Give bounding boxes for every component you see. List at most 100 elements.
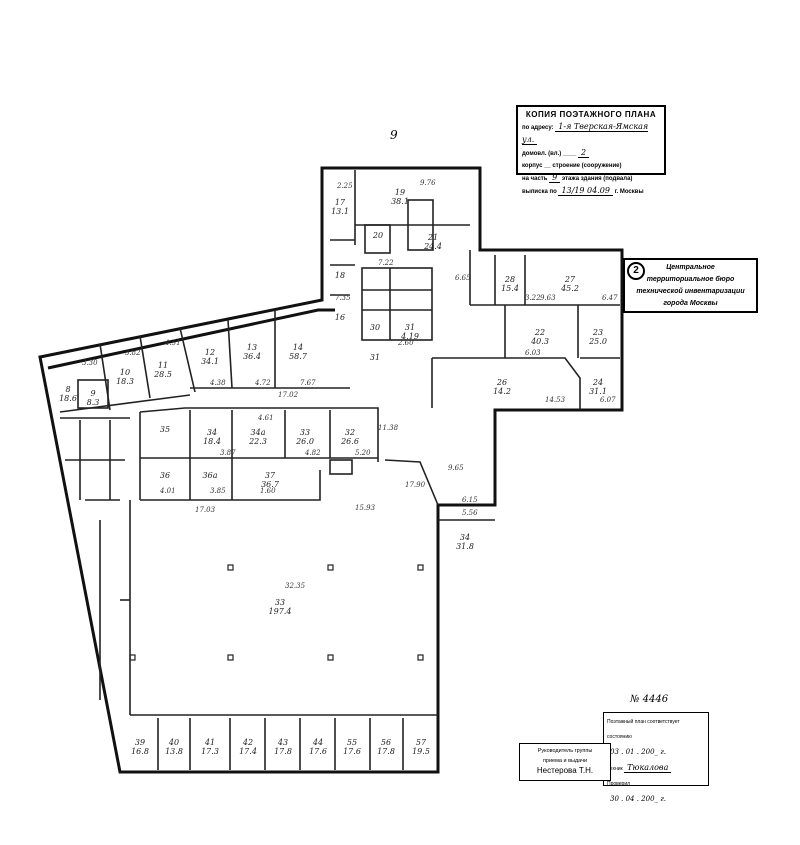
- room-number: 32: [345, 428, 355, 437]
- head-stamp: Руководитель группы приема и выдачи Нест…: [519, 743, 611, 781]
- registration-number: № 4446: [630, 694, 669, 705]
- room-number: 10: [120, 368, 130, 377]
- city: г. Москвы: [614, 189, 644, 195]
- dimension-label: 5.56: [462, 509, 478, 517]
- bti-line: технической инвентаризации: [636, 288, 745, 295]
- dimension-label: 3.22: [525, 294, 541, 302]
- dimension-label: 4.72: [254, 379, 271, 387]
- room-number: 8: [65, 385, 70, 394]
- room-number: 22: [534, 328, 545, 337]
- room-area: 13.1: [331, 207, 349, 216]
- bti-number: 2: [627, 262, 645, 280]
- room-number: 57: [416, 738, 427, 747]
- room-area: 58.7: [289, 352, 308, 361]
- room-area: 31.1: [589, 387, 607, 396]
- dimension-label: 9.63: [540, 294, 556, 302]
- room-number: 56: [381, 738, 391, 747]
- part-label: на часть: [522, 176, 548, 182]
- dimension-label: 9.76: [420, 179, 436, 187]
- check-line: Поэтажный план соответствует состоянию: [607, 719, 680, 740]
- signed-value: Тюкалова: [624, 763, 672, 773]
- dimension-label: 7.22: [378, 259, 394, 267]
- room-number: 28: [504, 275, 515, 284]
- bti-line: территориальное бюро: [646, 276, 735, 283]
- room-number: 24: [592, 378, 603, 387]
- dimension-label: 17.03: [195, 506, 216, 514]
- dimension-label: 4.01: [159, 487, 176, 495]
- head-line-1: Руководитель группы: [537, 748, 593, 754]
- left-wing-partitions: [59, 310, 350, 700]
- room-number: 13: [247, 343, 257, 352]
- room-area: 34.1: [201, 357, 219, 366]
- block-label: корпус: [522, 163, 543, 169]
- dimension-label: 32.35: [285, 582, 306, 590]
- structure-label: строение (сооружение): [552, 163, 622, 169]
- dimension-label: 6.65: [455, 274, 471, 282]
- room-area: 17.8: [274, 747, 292, 756]
- room-number: 55: [347, 738, 357, 747]
- room-number: 23: [592, 328, 603, 337]
- outer-wall: [38, 166, 624, 774]
- dimension-label: 2.60: [397, 339, 414, 347]
- room-area: 8.3: [87, 398, 100, 407]
- right-wing-partitions: [431, 250, 620, 521]
- room-number: 42: [242, 738, 253, 747]
- room-number: 20: [372, 231, 383, 240]
- room-area: 17.4: [239, 747, 257, 756]
- room-area: 16.8: [131, 747, 149, 756]
- dimension-label: 4.82: [304, 449, 321, 457]
- room-number: 37: [265, 471, 276, 480]
- room-number: 11: [158, 361, 168, 370]
- dimension-label: 7.67: [300, 379, 316, 387]
- room-area: 14.2: [493, 387, 511, 396]
- dimension-label: 4.51: [164, 339, 181, 347]
- inner-outline: [47, 308, 335, 370]
- room-number: 34: [207, 428, 217, 437]
- room-number: 33: [300, 428, 310, 437]
- room-area: 18.3: [116, 377, 134, 386]
- dimension-label: 5.20: [355, 449, 371, 457]
- check-stamp: Поэтажный план соответствует состоянию 0…: [603, 712, 709, 803]
- check-date-1: 03 . 01 . 200_ г.: [610, 748, 667, 756]
- room-number: 26: [496, 378, 507, 387]
- dimension-label: 11.38: [378, 424, 399, 432]
- dimension-label: 2.25: [336, 182, 353, 190]
- floor-label: этажа здания (подвала): [561, 176, 633, 182]
- bottom-row-partitions: [157, 718, 404, 770]
- dimension-label: 17.02: [278, 391, 299, 399]
- room-number: 16: [335, 313, 345, 322]
- room-number: 33: [275, 598, 285, 607]
- room-area: 4.19: [400, 332, 419, 341]
- middle-block-partitions: [129, 407, 439, 716]
- room-area: 26.6: [340, 437, 359, 446]
- dimension-label: 9.65: [448, 464, 464, 472]
- checked-label: Проверил: [607, 781, 631, 787]
- dimension-label: 3.87: [220, 449, 236, 457]
- room-area: 19.5: [412, 747, 430, 756]
- room-number: 41: [204, 738, 215, 747]
- dimension-label: 14.53: [545, 396, 566, 404]
- dimension-label: 7.35: [335, 294, 351, 302]
- building-value: 2: [577, 148, 590, 158]
- head-name: Нестерова Т.Н.: [536, 766, 594, 775]
- room-area: 45.2: [560, 284, 579, 293]
- room-area: 38.1: [391, 197, 409, 206]
- room-area: 17.6: [343, 747, 361, 756]
- issued-value: 13/19 04.09: [558, 186, 613, 196]
- room-area: 25.0: [588, 337, 607, 346]
- room-area: 197.4: [269, 607, 292, 616]
- check-date-2: 30 . 04 . 200_ г.: [610, 795, 667, 803]
- copy-plan-stamp: КОПИЯ ПОЭТАЖНОГО ПЛАНА по адресу: 1-я Тв…: [516, 105, 666, 196]
- dimension-label: 17.90: [405, 481, 426, 489]
- room-number: 18: [335, 271, 345, 280]
- dimension-label: 6.03: [525, 349, 541, 357]
- room-number: 27: [564, 275, 576, 284]
- room-number: 12: [205, 348, 215, 357]
- room-number: 34а: [251, 428, 266, 437]
- bti-line: Центральное: [666, 264, 715, 271]
- room-number: 30: [370, 323, 380, 332]
- columns: [129, 564, 424, 661]
- dimension-label: 3.82: [125, 349, 141, 357]
- stamp-title: КОПИЯ ПОЭТАЖНОГО ПЛАНА: [525, 110, 657, 119]
